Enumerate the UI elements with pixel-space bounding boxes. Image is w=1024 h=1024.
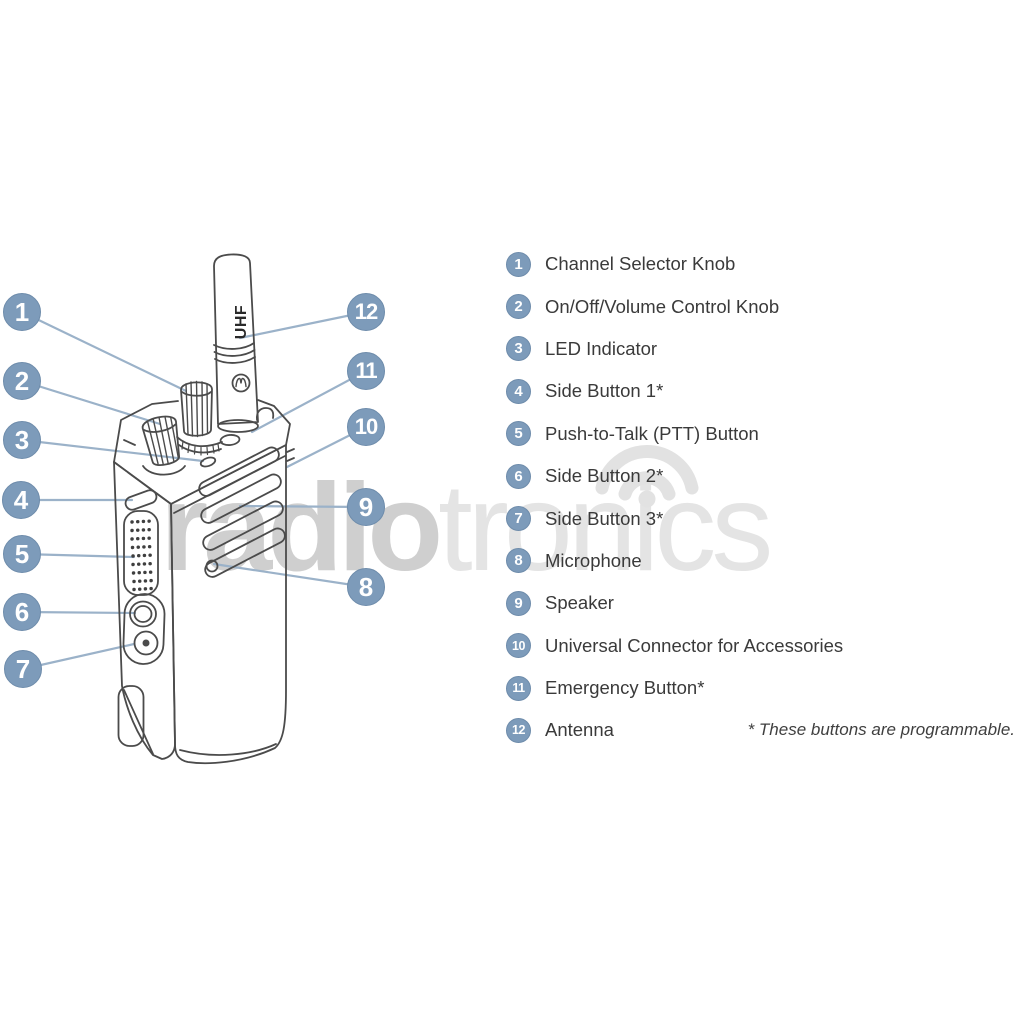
callout-lines xyxy=(19,310,368,671)
legend-item-6: 6 Side Button 2* xyxy=(506,455,843,497)
callout-9: 9 xyxy=(347,488,385,526)
side-button-group xyxy=(122,593,166,665)
legend-number: 2 xyxy=(506,294,531,320)
callout-8: 8 xyxy=(347,568,385,606)
legend-label: Channel Selector Knob xyxy=(545,253,736,275)
legend-number: 1 xyxy=(506,251,531,277)
side-button-3 xyxy=(133,630,159,656)
legend-label: Universal Connector for Accessories xyxy=(545,634,844,656)
side-button-1 xyxy=(124,489,158,511)
callout-5: 5 xyxy=(3,535,41,573)
callout-7: 7 xyxy=(4,650,42,688)
callout-12: 12 xyxy=(347,293,385,331)
battery-latch xyxy=(117,685,145,747)
legend-number: 12 xyxy=(506,717,531,743)
legend-item-9: 9 Speaker xyxy=(506,582,843,624)
legend-item-11: 11 Emergency Button* xyxy=(506,667,843,709)
ptt-button xyxy=(123,510,159,596)
legend-item-4: 4 Side Button 1* xyxy=(506,370,843,412)
volume-knob-base xyxy=(142,465,186,476)
legend-item-7: 7 Side Button 3* xyxy=(506,497,843,539)
antenna-marking-label: UHF xyxy=(233,305,250,339)
motorola-m-logo xyxy=(231,373,251,393)
legend-number: 11 xyxy=(506,675,531,701)
top-nub xyxy=(255,407,275,421)
footnote: * These buttons are programmable. xyxy=(747,720,1015,739)
legend-label: Emergency Button* xyxy=(545,677,705,699)
legend-item-2: 2 On/Off/Volume Control Knob xyxy=(506,285,843,327)
callout-10: 10 xyxy=(347,408,385,446)
legend-label: Push-to-Talk (PTT) Button xyxy=(545,422,759,444)
body-front-face xyxy=(170,444,295,765)
legend-item-10: 10 Universal Connector for Accessories xyxy=(506,625,843,667)
antenna xyxy=(213,253,259,433)
legend-item-5: 5 Push-to-Talk (PTT) Button xyxy=(506,413,843,455)
emergency-button xyxy=(219,434,241,446)
legend-label: On/Off/Volume Control Knob xyxy=(545,295,780,317)
callout-2: 2 xyxy=(3,362,41,400)
legend-number: 5 xyxy=(506,421,531,447)
led-indicator xyxy=(199,456,217,468)
legend-item-3: 3 LED Indicator xyxy=(506,328,843,370)
legend-label: Speaker xyxy=(545,592,614,614)
legend-number: 3 xyxy=(506,336,531,362)
legend-label: Side Button 2* xyxy=(545,465,664,487)
legend-label: Microphone xyxy=(545,549,642,571)
wifi-arcs-icon xyxy=(595,445,699,508)
legend-label: Side Button 3* xyxy=(545,507,664,529)
channel-selector-knob xyxy=(176,380,223,456)
legend-label: Side Button 1* xyxy=(545,380,664,402)
legend-number: 7 xyxy=(506,506,531,532)
legend-number: 6 xyxy=(506,463,531,489)
microphone-hole xyxy=(205,559,219,573)
volume-knob xyxy=(141,415,180,466)
legend-number: 9 xyxy=(506,590,531,616)
legend-item-1: 1 Channel Selector Knob xyxy=(506,243,843,285)
callout-4: 4 xyxy=(2,481,40,519)
callout-3: 3 xyxy=(3,421,41,459)
side-button-2 xyxy=(129,600,157,628)
legend-number: 8 xyxy=(506,548,531,574)
legend-number: 4 xyxy=(506,378,531,404)
legend-label: LED Indicator xyxy=(545,337,658,359)
legend-item-12: 12 Antenna xyxy=(506,709,843,751)
callout-6: 6 xyxy=(3,593,41,631)
legend: 1 Channel Selector Knob 2 On/Off/Volume … xyxy=(506,243,843,752)
universal-connector xyxy=(286,448,295,462)
callout-1: 1 xyxy=(3,293,41,331)
speaker-grille xyxy=(198,446,286,578)
legend-item-8: 8 Microphone xyxy=(506,540,843,582)
callout-11: 11 xyxy=(347,352,385,390)
legend-number: 10 xyxy=(506,633,531,659)
legend-label: Antenna xyxy=(545,719,614,741)
